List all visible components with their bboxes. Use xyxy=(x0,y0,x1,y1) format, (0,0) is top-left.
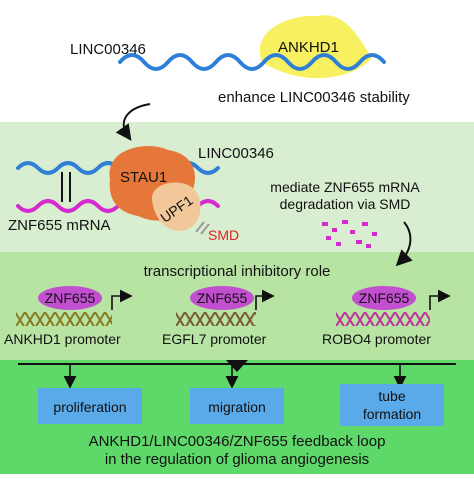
znf655-label-egfl7: ZNF655 xyxy=(197,290,248,306)
panel1-caption: enhance LINC00346 stability xyxy=(218,89,410,106)
stau1-label: STAU1 xyxy=(120,169,167,186)
outcome-box-tube-formation xyxy=(340,384,444,426)
znf655-label-robo4: ZNF655 xyxy=(359,290,410,306)
linc00346-label-panel2: LINC00346 xyxy=(198,145,274,162)
ankhd1-promoter-label: ANKHD1 promoter xyxy=(4,331,121,347)
znf655-oval-robo4 xyxy=(352,286,416,310)
tss-arrow-ankhd1 xyxy=(111,289,133,310)
upf1-protein-shape xyxy=(151,182,201,231)
promoter-robo4: ZNF655 ROBO4 promoter xyxy=(322,286,451,347)
outcome-label-formation: formation xyxy=(363,406,421,422)
tss-arrow-egfl7 xyxy=(255,289,275,310)
panel2: STAU1 UPF1 LINC00346 ZNF655 mRNA SMD med… xyxy=(8,145,420,267)
panel2-background xyxy=(0,122,474,252)
outcome-tube-formation: tube formation xyxy=(340,384,444,426)
outcome-box-proliferation xyxy=(38,388,142,424)
arrow-panel1-to-panel2 xyxy=(115,103,151,141)
outcome-label-migration: migration xyxy=(208,399,266,415)
dna-helix-ankhd1 xyxy=(16,312,112,326)
panel4: proliferation migration tube formation A… xyxy=(18,360,456,468)
degraded-mrna-fragments xyxy=(322,220,377,248)
outcome-label-proliferation: proliferation xyxy=(53,399,126,415)
linc00346-label-top: LINC00346 xyxy=(70,41,146,58)
linc00346-rna-strand xyxy=(118,53,386,71)
outcome-label-tube: tube xyxy=(378,388,405,404)
outcome-migration: migration xyxy=(190,388,284,424)
smd-label: SMD xyxy=(208,227,239,243)
ankhd1-label: ANKHD1 xyxy=(278,39,339,56)
promoter-ankhd1: ZNF655 ANKHD1 promoter xyxy=(4,286,133,347)
panel1: ANKHD1 LINC00346 enhance LINC00346 stabi… xyxy=(70,15,410,141)
smd-slash-icon xyxy=(195,221,210,235)
panel3-title: transcriptional inhibitory role xyxy=(144,263,331,280)
robo4-promoter-label: ROBO4 promoter xyxy=(322,331,431,347)
outcome-box-migration xyxy=(190,388,284,424)
znf655-label-ankhd1: ZNF655 xyxy=(45,290,96,306)
outcome-proliferation: proliferation xyxy=(38,388,142,424)
dna-helix-egfl7 xyxy=(176,312,256,326)
panel3: transcriptional inhibitory role ZNF655 A… xyxy=(4,263,451,347)
down-arrow-to-outcomes xyxy=(226,360,248,372)
tss-arrow-robo4 xyxy=(429,289,451,310)
znf655-oval-ankhd1 xyxy=(38,286,102,310)
znf655-oval-egfl7 xyxy=(190,286,254,310)
panel4-caption-line2: in the regulation of glioma angiogenesis xyxy=(105,451,369,468)
panel2-caption-line2: degradation via SMD xyxy=(280,196,411,212)
egfl7-promoter-label: EGFL7 promoter xyxy=(162,331,267,347)
dna-helix-robo4 xyxy=(336,312,430,326)
panel4-caption-line1: ANKHD1/LINC00346/ZNF655 feedback loop xyxy=(89,433,386,450)
arrow-panel2-to-panel3 xyxy=(395,221,413,267)
znf655-mrna-label: ZNF655 mRNA xyxy=(8,217,111,234)
panel2-caption-line1: mediate ZNF655 mRNA xyxy=(270,179,420,195)
promoter-egfl7: ZNF655 EGFL7 promoter xyxy=(162,286,275,347)
